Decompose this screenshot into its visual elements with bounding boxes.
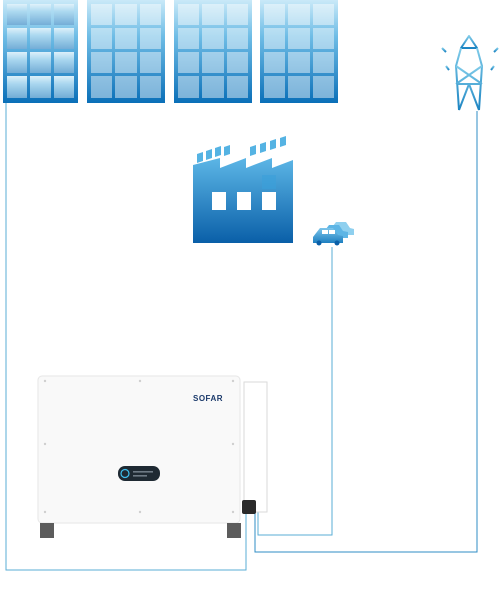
inverter-brand-logo: SOFAR [193, 394, 224, 403]
solar-panel-icon [174, 0, 252, 103]
factory-icon [193, 136, 293, 243]
solar-panel-icon [260, 0, 338, 103]
inverter-foot-left [40, 523, 54, 538]
wire-grid-to-inverter [254, 111, 478, 553]
solar-panel-icon [3, 0, 78, 103]
solar-panel-array [3, 0, 338, 103]
inverter-foot-right [227, 523, 241, 538]
car-icon [313, 222, 354, 246]
display-panel [118, 466, 160, 481]
connection-wires [5, 103, 478, 571]
wire-vehicles-to-inverter [257, 247, 333, 536]
connector-port [242, 500, 256, 514]
transmission-tower-icon [441, 35, 499, 111]
solar-panel-icon [87, 0, 165, 103]
wire-panels-to-inverter [5, 103, 247, 571]
inverter-icon [37, 375, 268, 538]
